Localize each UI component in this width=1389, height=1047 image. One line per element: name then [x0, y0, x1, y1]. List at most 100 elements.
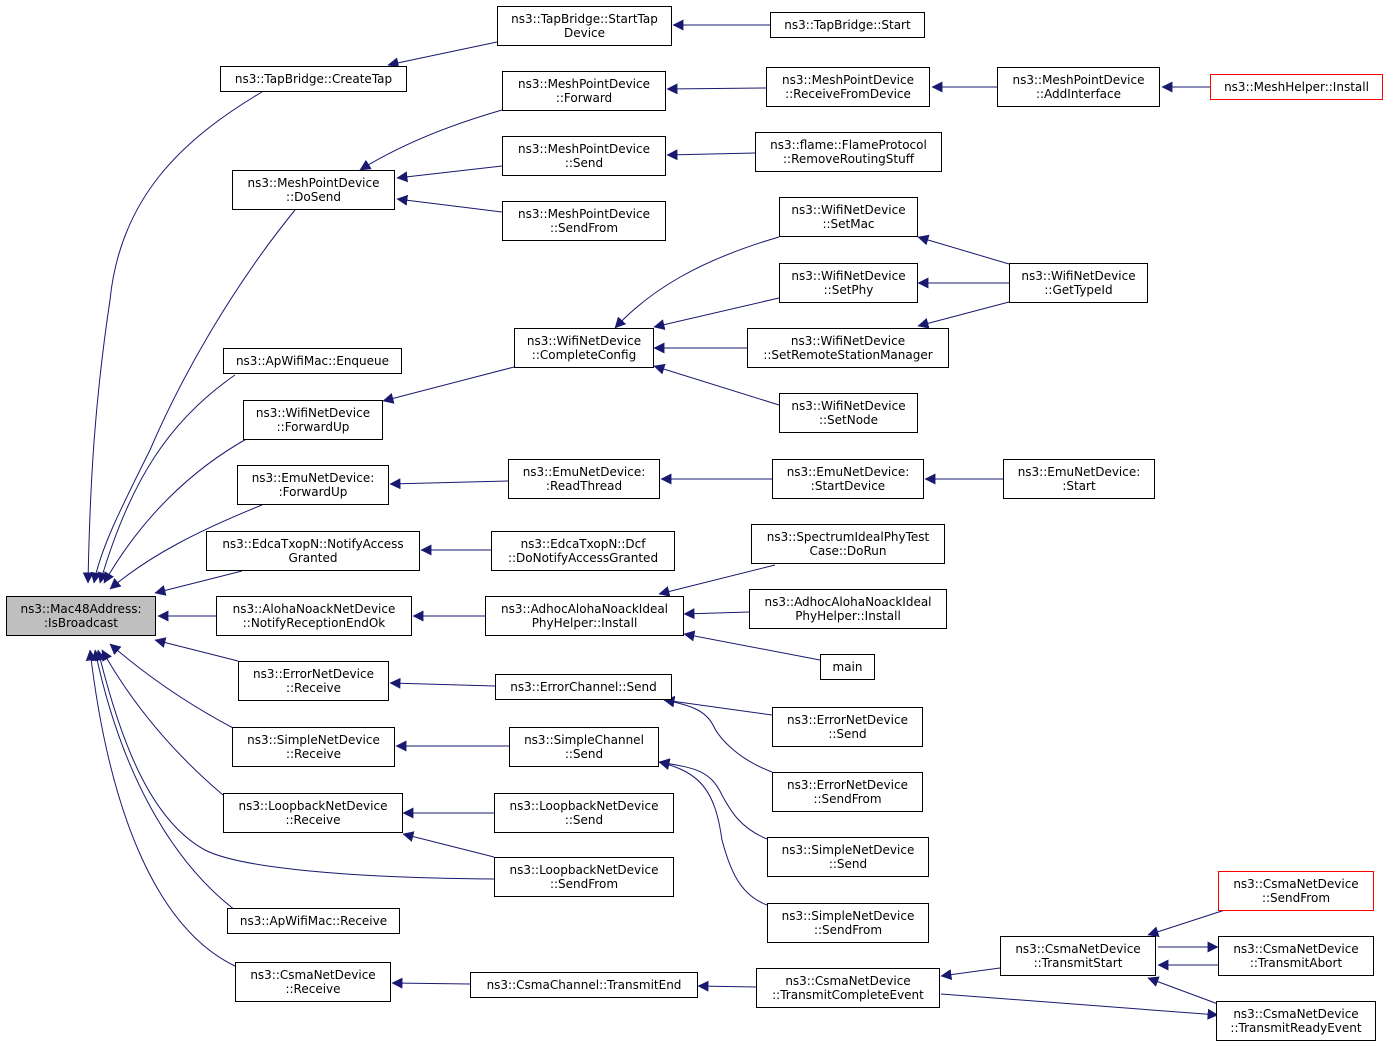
node-emunetdevice-start[interactable]: ns3::EmuNetDevice: :Start [1003, 459, 1155, 499]
node-label-line1: main [832, 659, 863, 674]
node-label-line1: ns3::AdhocAlohaNoackIdeal [500, 601, 669, 616]
node-label-line1: ns3::WifiNetDevice [526, 333, 642, 348]
node-adhocalohanoackidealphyhelper-install[interactable]: ns3::AdhocAlohaNoackIdeal PhyHelper::Ins… [485, 596, 684, 636]
node-label-line2: Case::DoRun [809, 544, 887, 558]
edge [103, 436, 251, 584]
node-edcatxopn-dcf-donotifyaccessgranted[interactable]: ns3::EdcaTxopN::Dcf ::DoNotifyAccessGran… [491, 531, 675, 571]
node-label-line1: ns3::TapBridge::StartTap [511, 11, 658, 26]
node-csmanetdevice-transmitstart[interactable]: ns3::CsmaNetDevice ::TransmitStart [1000, 936, 1156, 976]
node-label-line1: ns3::CsmaNetDevice [785, 973, 911, 988]
node-root-mac48address-isbroadcast: ns3::Mac48Address: :IsBroadcast [6, 596, 156, 636]
edge [917, 234, 1010, 265]
node-csmachannel-transmitend[interactable]: ns3::CsmaChannel::TransmitEnd [470, 972, 698, 998]
edge [940, 967, 1001, 981]
node-simplechannel-send[interactable]: ns3::SimpleChannel ::Send [509, 727, 659, 767]
node-errornetdevice-sendfrom[interactable]: ns3::ErrorNetDevice ::SendFrom [772, 772, 923, 812]
node-label-line1: ns3::WifiNetDevice [790, 333, 906, 348]
edge [90, 209, 296, 584]
node-label-line1: ns3::CsmaNetDevice [1015, 941, 1141, 956]
node-label-line1: ns3::LoopbackNetDevice [509, 798, 659, 813]
edge [1147, 976, 1219, 1005]
node-csmanetdevice-receive[interactable]: ns3::CsmaNetDevice ::Receive [235, 962, 391, 1002]
node-label-line1: ns3::WifiNetDevice [255, 405, 371, 420]
node-label-line2: ::AddInterface [1035, 87, 1122, 101]
edge [109, 504, 263, 590]
node-label-line1: ns3::WifiNetDevice [791, 202, 906, 217]
node-csmanetdevice-sendfrom[interactable]: ns3::CsmaNetDevice ::SendFrom [1218, 871, 1374, 911]
node-label-line2: PhyHelper::Install [795, 609, 901, 623]
node-loopbacknetdevice-receive[interactable]: ns3::LoopbackNetDevice ::Receive [223, 793, 403, 833]
node-simplenetdevice-receive[interactable]: ns3::SimpleNetDevice ::Receive [232, 727, 395, 767]
node-adhocalohanoackidealphyhelper-install-2[interactable]: ns3::AdhocAlohaNoackIdeal PhyHelper::Ins… [749, 589, 947, 629]
node-label-line1: ns3::SimpleChannel [524, 732, 644, 747]
node-meshpointdevice-addinterface[interactable]: ns3::MeshPointDevice ::AddInterface [997, 67, 1160, 107]
node-wifinetdevice-setphy[interactable]: ns3::WifiNetDevice ::SetPhy [779, 263, 918, 303]
node-label-line2: ::Send [828, 857, 868, 871]
edge [1147, 908, 1229, 938]
node-apwifimac-enqueue[interactable]: ns3::ApWifiMac::Enqueue [223, 348, 402, 374]
node-label-line2: ::SendFrom [549, 877, 619, 891]
node-errornetdevice-send[interactable]: ns3::ErrorNetDevice ::Send [772, 707, 923, 747]
edge [396, 194, 503, 213]
node-label-line2: ::CompleteConfig [531, 348, 637, 362]
node-label-line1: ns3::CsmaNetDevice [1233, 876, 1359, 891]
node-meshpointdevice-send[interactable]: ns3::MeshPointDevice ::Send [502, 136, 666, 176]
node-wifinetdevice-setremotestationmanager[interactable]: ns3::WifiNetDevice ::SetRemoteStationMan… [747, 328, 949, 368]
node-wifinetdevice-gettypeid[interactable]: ns3::WifiNetDevice ::GetTypeId [1009, 263, 1148, 303]
node-emunetdevice-startdevice[interactable]: ns3::EmuNetDevice: :StartDevice [772, 459, 924, 499]
node-tapbridge-starttapdevice[interactable]: ns3::TapBridge::StartTap Device [497, 6, 672, 46]
edge [391, 977, 471, 989]
node-label-line2: ::TransmitAbort [1249, 956, 1343, 970]
node-label-line1: ns3::EmuNetDevice: [522, 464, 646, 479]
node-emunetdevice-forwardup[interactable]: ns3::EmuNetDevice: :ForwardUp [237, 465, 389, 505]
node-edcatxopn-notifyaccessgranted[interactable]: ns3::EdcaTxopN::NotifyAccess Granted [206, 531, 420, 571]
node-wifinetdevice-setnode[interactable]: ns3::WifiNetDevice ::SetNode [779, 393, 918, 433]
node-label-line1: ns3::ErrorNetDevice [253, 666, 374, 681]
node-main[interactable]: main [820, 654, 875, 680]
node-meshpointdevice-receivefromdevice[interactable]: ns3::MeshPointDevice ::ReceiveFromDevice [766, 67, 930, 107]
node-csmanetdevice-transmitcompleteevent[interactable]: ns3::CsmaNetDevice ::TransmitCompleteEve… [756, 968, 940, 1008]
node-label-line1: ns3::LoopbackNetDevice [509, 862, 659, 877]
node-label-line1: ns3::ApWifiMac::Enqueue [235, 353, 390, 368]
node-label-line1: ns3::WifiNetDevice [791, 398, 906, 413]
node-label-line2: ::NotifyReceptionEndOk [242, 616, 386, 630]
node-label-line1: ns3::ErrorNetDevice [787, 777, 908, 792]
node-simplenetdevice-sendfrom[interactable]: ns3::SimpleNetDevice ::SendFrom [767, 903, 929, 943]
node-label-line2: ::Receive [285, 982, 341, 996]
node-label-line1: ns3::EmuNetDevice: [786, 464, 910, 479]
node-tapbridge-start[interactable]: ns3::TapBridge::Start [770, 12, 925, 38]
node-errorchannel-send[interactable]: ns3::ErrorChannel::Send [495, 674, 672, 700]
node-label-line2: ::TransmitReadyEvent [1230, 1021, 1362, 1035]
node-wifinetdevice-completeconfig[interactable]: ns3::WifiNetDevice ::CompleteConfig [514, 328, 654, 368]
node-spectrumidealphytestcase-dorun[interactable]: ns3::SpectrumIdealPhyTest Case::DoRun [751, 524, 945, 564]
node-flameprotocol-removeroutingstuff[interactable]: ns3::flame::FlameProtocol ::RemoveRoutin… [755, 132, 942, 172]
node-label-line2: ::GetTypeId [1044, 283, 1113, 297]
node-csmanetdevice-transmitreadyevent[interactable]: ns3::CsmaNetDevice ::TransmitReadyEvent [1216, 1001, 1376, 1041]
node-csmanetdevice-transmitabort[interactable]: ns3::CsmaNetDevice ::TransmitAbort [1218, 936, 1374, 976]
node-meshpointdevice-sendfrom[interactable]: ns3::MeshPointDevice ::SendFrom [502, 201, 666, 241]
node-loopbacknetdevice-send[interactable]: ns3::LoopbackNetDevice ::Send [494, 793, 674, 833]
node-meshpointdevice-forward[interactable]: ns3::MeshPointDevice ::Forward [502, 71, 666, 111]
node-errornetdevice-receive[interactable]: ns3::ErrorNetDevice ::Receive [238, 661, 389, 701]
node-alohanoacknetdevice-notifyreceptionendok[interactable]: ns3::AlohaNoackNetDevice ::NotifyRecepti… [216, 596, 412, 636]
node-apwifimac-receive[interactable]: ns3::ApWifiMac::Receive [227, 908, 400, 934]
edge [666, 83, 767, 95]
node-meshpointdevice-dosend[interactable]: ns3::MeshPointDevice ::DoSend [232, 170, 395, 210]
edge [359, 109, 503, 171]
node-loopbacknetdevice-sendfrom[interactable]: ns3::LoopbackNetDevice ::SendFrom [494, 857, 674, 897]
node-wifinetdevice-forwardup[interactable]: ns3::WifiNetDevice ::ForwardUp [243, 400, 383, 440]
node-simplenetdevice-send[interactable]: ns3::SimpleNetDevice ::Send [767, 837, 929, 877]
edge [653, 363, 780, 406]
node-label-line1: ns3::LoopbackNetDevice [238, 798, 388, 813]
node-emunetdevice-readthread[interactable]: ns3::EmuNetDevice: :ReadThread [508, 459, 660, 499]
edge [683, 608, 750, 620]
edge [666, 149, 756, 161]
node-label-line2: ::ReceiveFromDevice [785, 87, 911, 101]
node-label-line1: ns3::SimpleNetDevice [781, 908, 915, 923]
node-label-line1: ns3::TapBridge::Start [784, 17, 911, 32]
node-meshhelper-install[interactable]: ns3::MeshHelper::Install [1210, 74, 1383, 100]
node-tapbridge-createtap[interactable]: ns3::TapBridge::CreateTap [220, 66, 407, 92]
node-wifinetdevice-setmac[interactable]: ns3::WifiNetDevice ::SetMac [779, 197, 918, 237]
node-label-line2: ::Send [828, 727, 867, 741]
